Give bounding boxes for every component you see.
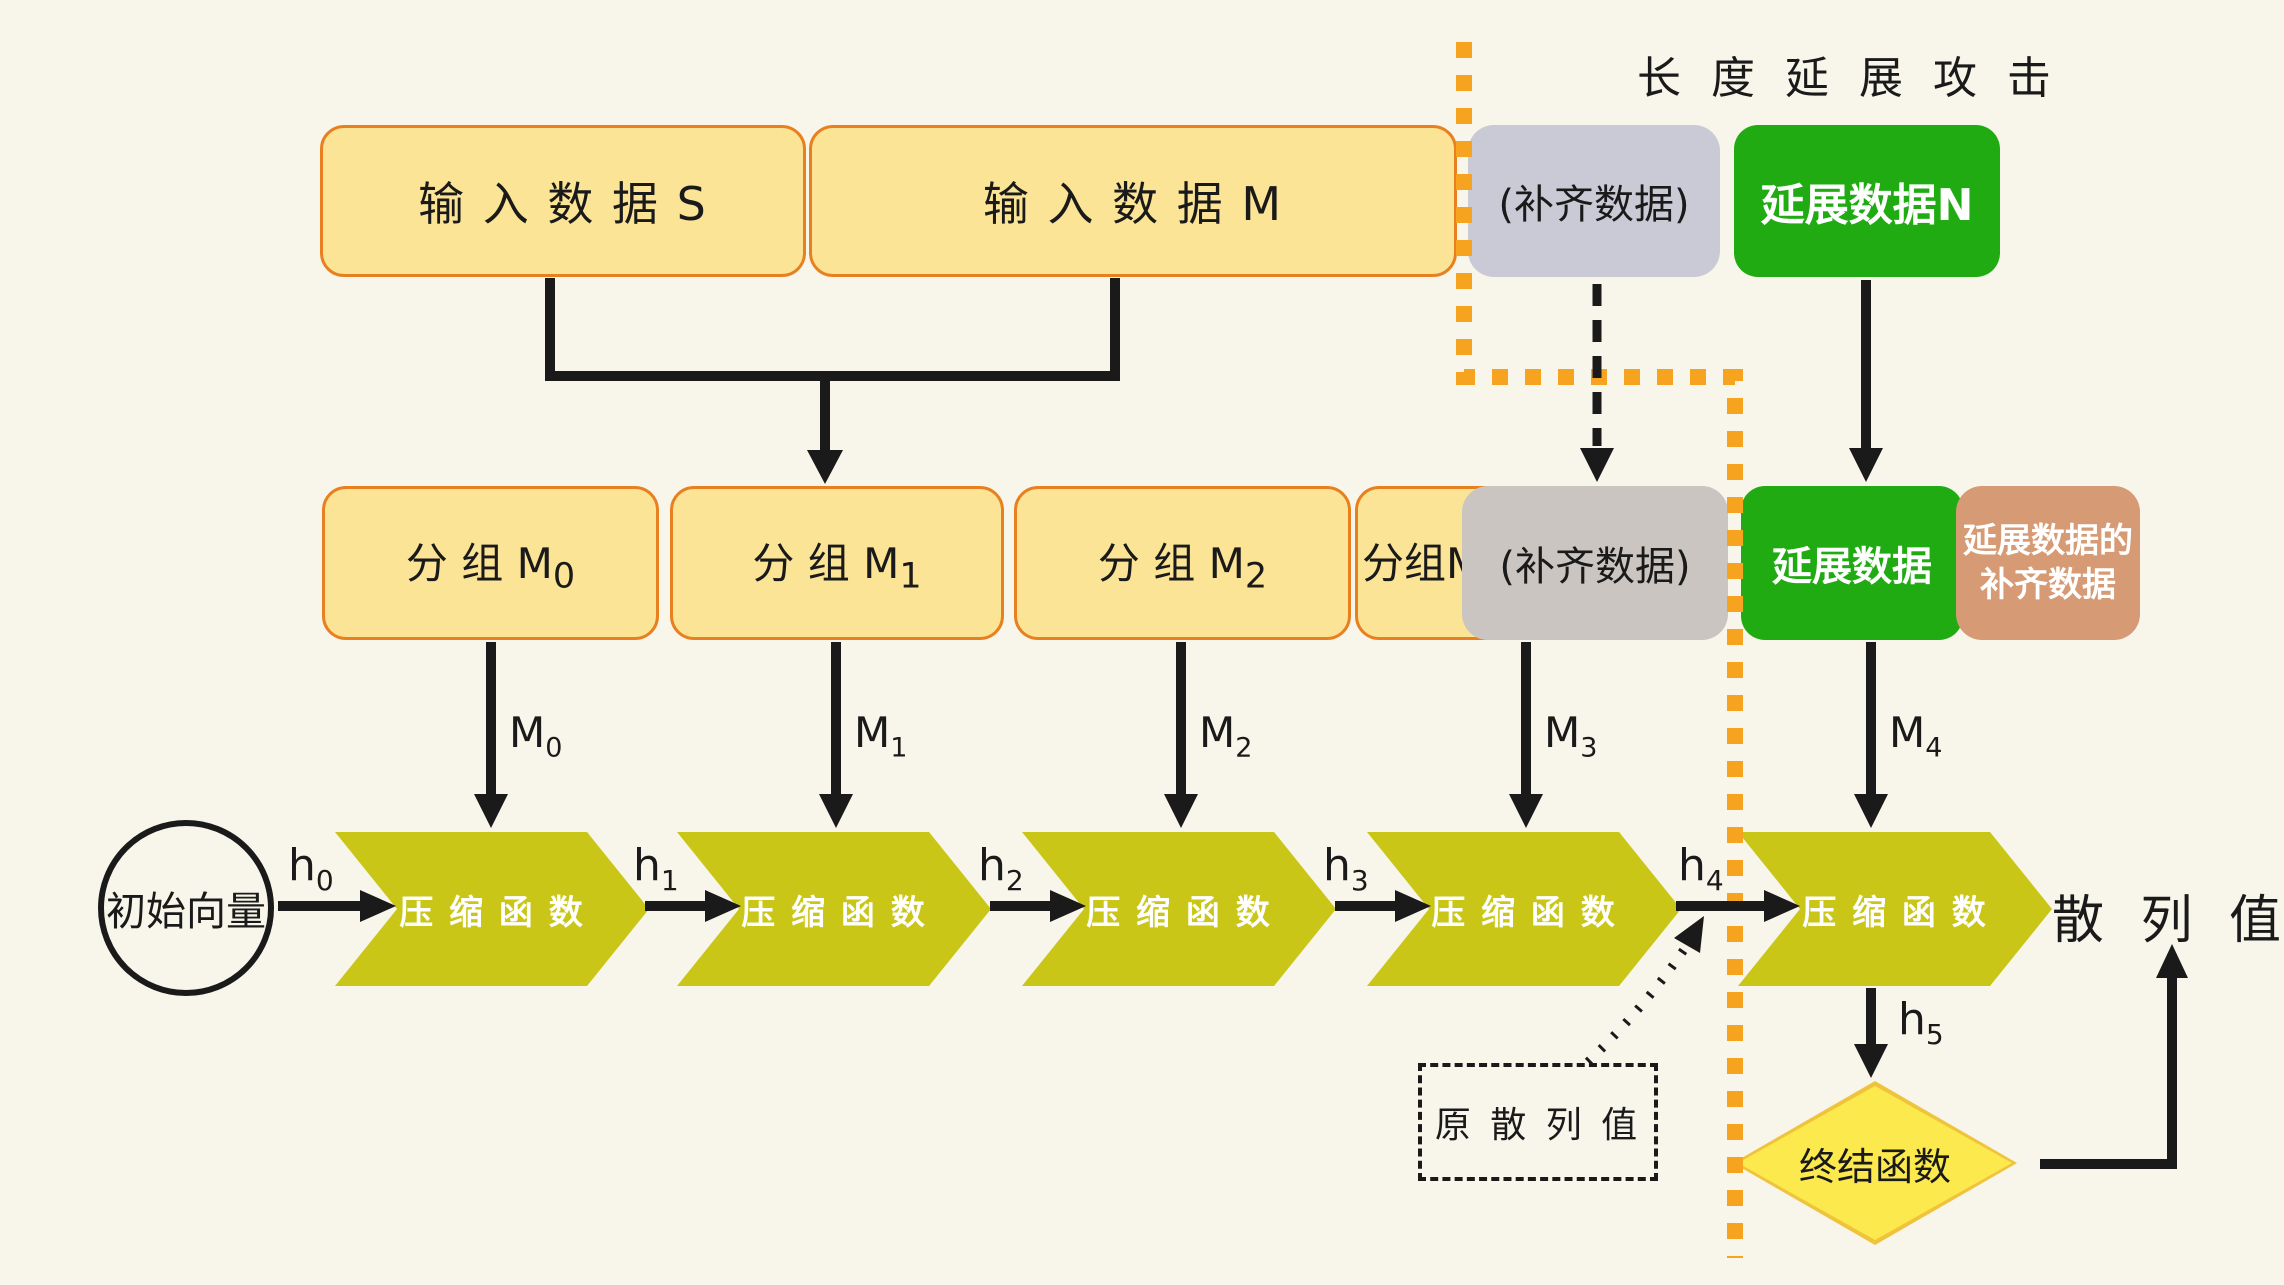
box-group-m2: 分 组 M2: [1014, 486, 1351, 640]
label-h0: h0: [288, 840, 334, 897]
label-m4: M4: [1889, 708, 1943, 764]
box-extension-data: 延展数据: [1741, 486, 1963, 640]
extension-arrowhead: [1849, 448, 1883, 482]
box-input-m: 输 入 数 据 M: [809, 125, 1457, 277]
attack-title: 长 度 延 展 攻 击: [1637, 53, 2059, 104]
box-padding-row2: (补齐数据): [1462, 486, 1728, 640]
m2-arrowhead: [1164, 794, 1198, 828]
final-function-diamond: 终结函数: [1733, 1081, 2017, 1245]
compression-function-1: 压 缩 函 数: [335, 832, 649, 986]
merge-bracket-line: [545, 278, 1120, 381]
label-h5: h5: [1898, 994, 1944, 1051]
label-m1: M1: [854, 708, 908, 764]
original-hash-box: 原 散 列 值: [1418, 1063, 1658, 1181]
box-extension-padding: 延展数据的 补齐数据: [1956, 486, 2140, 640]
final-output-elbow-line: [2040, 978, 2177, 1169]
h5-arrowhead: [1854, 1044, 1888, 1078]
compression-function-3: 压 缩 函 数: [1022, 832, 1336, 986]
initial-vector-node: 初始向量: [98, 820, 274, 996]
group-m2-label: 分 组 M2: [1097, 538, 1268, 597]
group-m0-label: 分 组 M0: [405, 538, 576, 597]
box-input-s: 输 入 数 据 S: [320, 125, 806, 277]
extension-padding-label: 延展数据的 补齐数据: [1963, 520, 2133, 605]
label-m2: M2: [1199, 708, 1253, 764]
m0-arrowhead: [474, 794, 508, 828]
label-h1: h1: [633, 840, 679, 897]
m3-arrowhead: [1509, 794, 1543, 828]
compression-function-2: 压 缩 函 数: [677, 832, 991, 986]
label-m3: M3: [1544, 708, 1598, 764]
box-extension-n: 延展数据N: [1734, 125, 2000, 277]
compression-function-4: 压 缩 函 数: [1367, 832, 1681, 986]
m1-arrowhead: [819, 794, 853, 828]
group-m1-label: 分 组 M1: [752, 538, 922, 597]
final-function-label: 终结函数: [1798, 1144, 1951, 1189]
box-group-m1: 分 组 M1: [670, 486, 1004, 640]
merge-drop-arrowhead: [807, 450, 843, 484]
label-m0: M0: [509, 708, 563, 764]
compression-function-5: 压 缩 函 数: [1738, 832, 2052, 986]
original-hash-arrowhead: [1674, 916, 1704, 953]
m4-arrowhead: [1854, 794, 1888, 828]
hash-value-label: 散 列 值: [2052, 891, 2284, 951]
label-h2: h2: [978, 840, 1024, 897]
label-h3: h3: [1323, 840, 1369, 897]
box-group-m0: 分 组 M0: [322, 486, 659, 640]
label-h4: h4: [1678, 840, 1724, 897]
box-padding-top: (补齐数据): [1468, 125, 1720, 277]
padding-dashed-arrowhead: [1580, 448, 1614, 482]
